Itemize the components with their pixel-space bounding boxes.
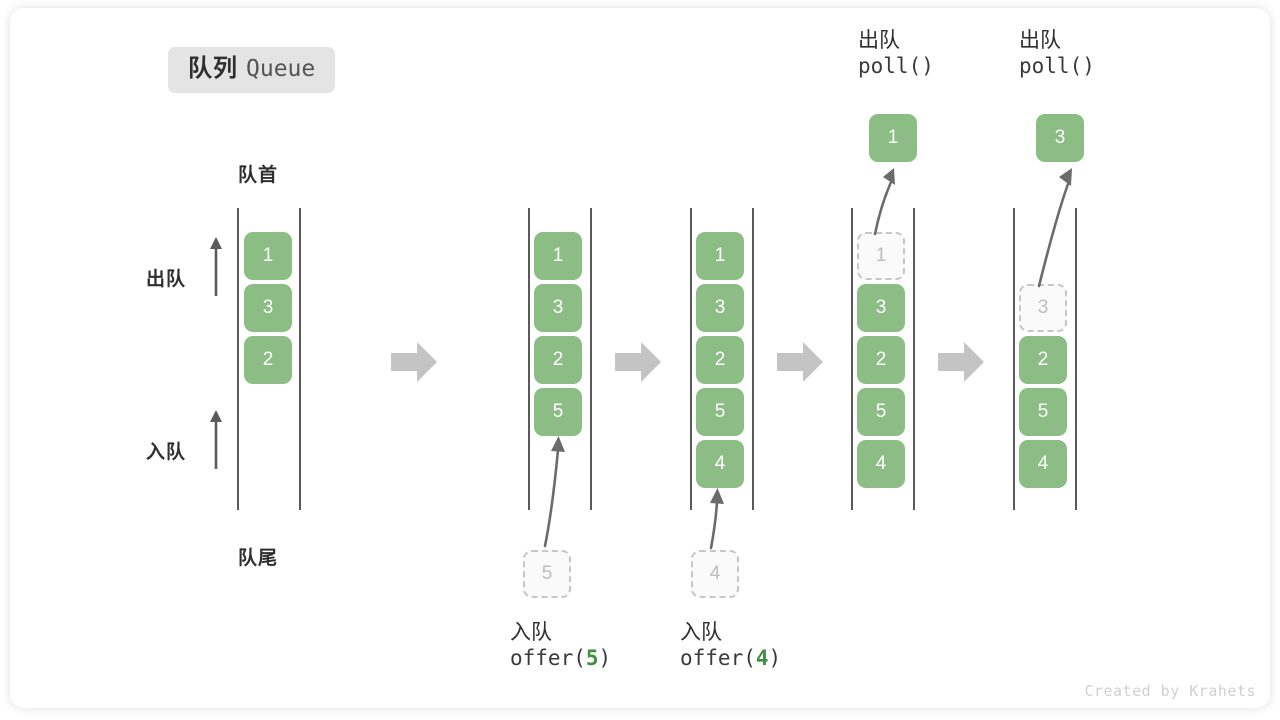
queue-block: 2	[534, 336, 582, 384]
queue-block: 4	[1019, 440, 1067, 488]
enqueue-side-label: 入队	[146, 442, 187, 463]
enqueue-motion-arrow-icon	[543, 436, 565, 548]
queue-block: 2	[1019, 336, 1067, 384]
queue-block-new: 5	[534, 388, 582, 436]
queue-block: 5	[696, 388, 744, 436]
queue-block: 2	[696, 336, 744, 384]
rail-right	[299, 208, 301, 510]
rail-left	[851, 208, 853, 510]
rail-left	[690, 208, 692, 510]
queue-block: 1	[534, 232, 582, 280]
dequeue-op-code: poll()	[858, 53, 934, 78]
step-arrow-4-icon	[938, 342, 984, 382]
rail-left	[1013, 208, 1015, 510]
dequeue-operation-label-2: 出队 poll()	[1019, 28, 1095, 79]
op-code-arg: 4	[755, 645, 769, 670]
queue-block: 1	[244, 232, 292, 280]
queue-block: 4	[857, 440, 905, 488]
queue-block: 3	[534, 284, 582, 332]
dequeue-side-label: 出队	[146, 269, 187, 290]
queue-block: 5	[1019, 388, 1067, 436]
dequeue-op-cn: 出队	[1019, 29, 1061, 52]
rail-right	[913, 208, 915, 510]
queue-block: 1	[696, 232, 744, 280]
op-code-prefix: offer(	[680, 645, 756, 670]
queue-block-new: 4	[696, 440, 744, 488]
outgoing-ghost-block: 1	[857, 232, 905, 280]
queue-tail-label: 队尾	[238, 548, 279, 569]
dequeue-motion-arrow-icon	[1037, 168, 1072, 288]
dequeue-op-code: poll()	[1019, 53, 1095, 78]
incoming-ghost-block: 5	[523, 550, 571, 598]
enqueue-op-code: offer(4)	[680, 646, 781, 672]
dequeue-op-cn: 出队	[858, 29, 900, 52]
dequeued-block: 3	[1036, 114, 1084, 162]
queue-block: 3	[857, 284, 905, 332]
rail-left	[237, 208, 239, 510]
enqueue-op-code: offer(5)	[510, 646, 611, 672]
enqueue-direction-arrow-icon	[210, 410, 222, 469]
enqueue-operation-label-2: 入队 offer(4)	[680, 620, 781, 671]
op-code-suffix: )	[598, 645, 612, 670]
title-english: Queue	[246, 56, 316, 82]
queue-block: 2	[244, 336, 292, 384]
op-code-prefix: offer(	[510, 645, 586, 670]
queue-head-label: 队首	[238, 165, 279, 186]
title-chinese: 队列	[188, 55, 238, 82]
dequeue-operation-label-1: 出队 poll()	[858, 28, 934, 79]
title-badge: 队列 Queue	[168, 47, 336, 93]
step-arrow-1-icon	[391, 342, 437, 382]
op-code-arg: 5	[585, 645, 599, 670]
dequeued-block: 1	[869, 114, 917, 162]
rail-right	[1075, 208, 1077, 510]
rail-right	[752, 208, 754, 510]
op-code-suffix: )	[768, 645, 782, 670]
queue-block: 5	[857, 388, 905, 436]
dequeue-motion-arrow-icon	[873, 168, 895, 236]
enqueue-op-cn: 入队	[680, 621, 722, 644]
watermark-credit: Created by Krahets	[1084, 682, 1256, 700]
queue-block: 2	[857, 336, 905, 384]
rail-left	[528, 208, 530, 510]
incoming-ghost-block: 4	[691, 550, 739, 598]
enqueue-operation-label-1: 入队 offer(5)	[510, 620, 611, 671]
step-arrow-3-icon	[777, 342, 823, 382]
queue-block: 3	[244, 284, 292, 332]
step-arrow-2-icon	[615, 342, 661, 382]
enqueue-motion-arrow-icon	[709, 488, 724, 550]
dequeue-direction-arrow-icon	[210, 237, 222, 296]
enqueue-op-cn: 入队	[510, 621, 552, 644]
rail-right	[590, 208, 592, 510]
queue-block: 3	[696, 284, 744, 332]
outgoing-ghost-block: 3	[1019, 284, 1067, 332]
